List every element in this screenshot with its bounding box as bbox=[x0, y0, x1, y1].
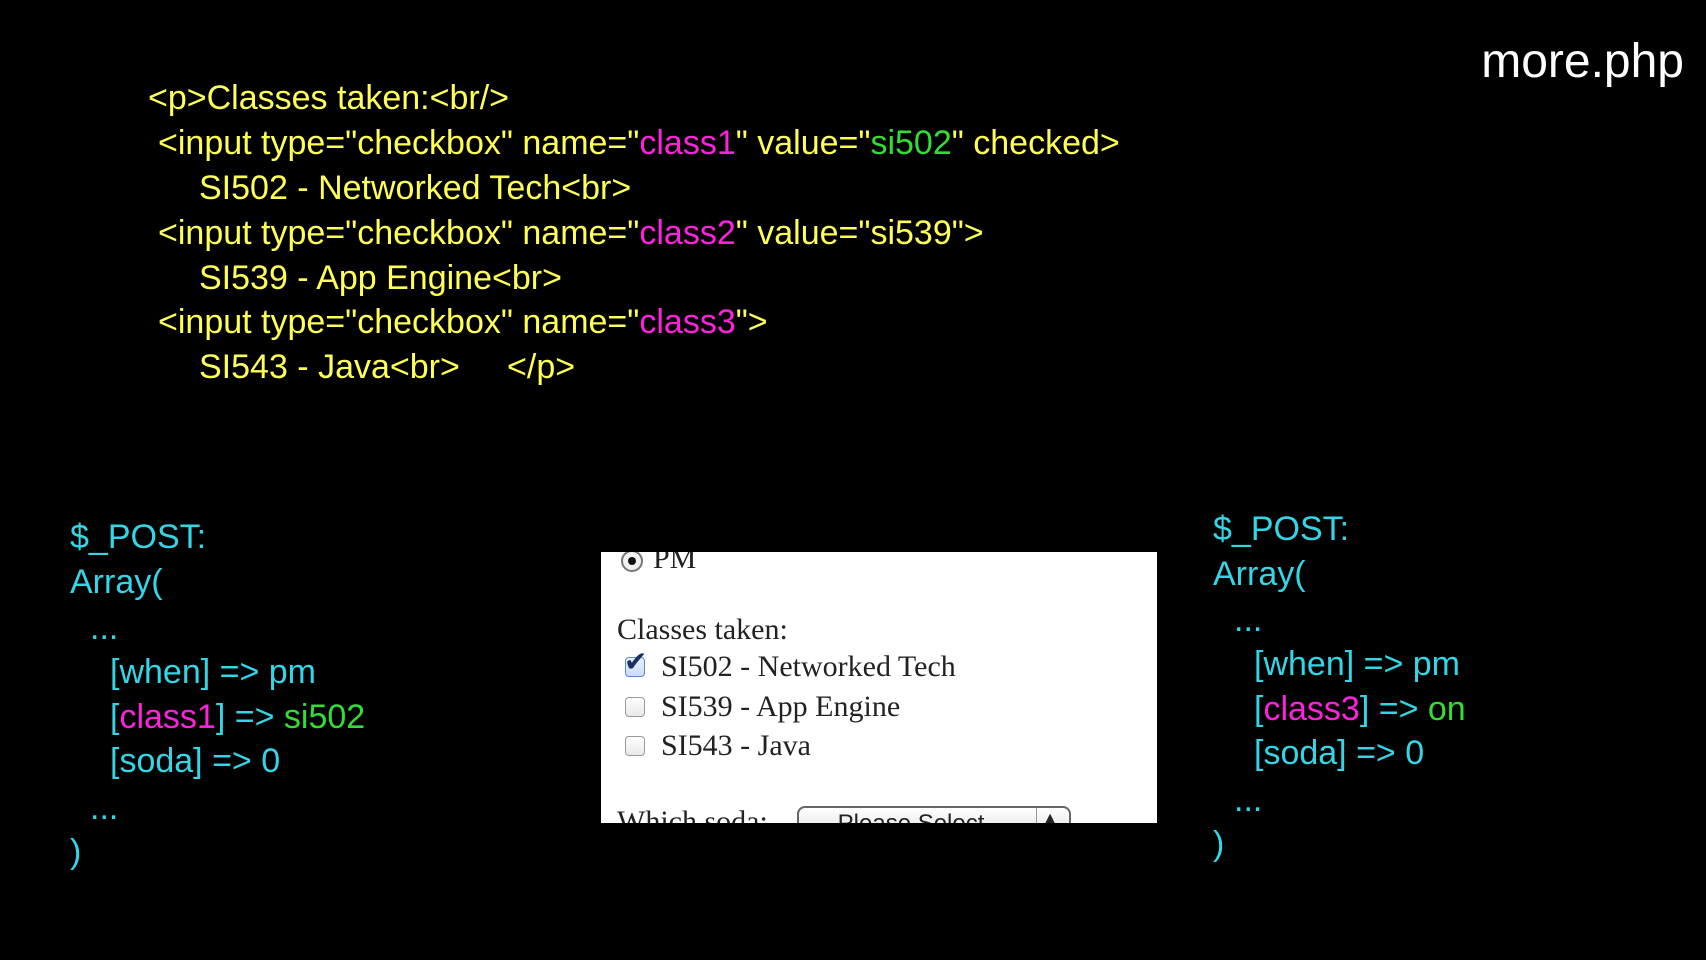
slide-title: more.php bbox=[1481, 35, 1684, 88]
code-line-1: <p>Classes taken:<br/> bbox=[148, 79, 510, 117]
post-arrow: ] => bbox=[1359, 690, 1428, 728]
post-header: $_POST: bbox=[1213, 510, 1350, 548]
checkbox-si502-label: SI502 - Networked Tech bbox=[661, 650, 956, 683]
post-class: [class1] => si502 bbox=[110, 697, 365, 737]
post-bracket: [ bbox=[110, 698, 120, 736]
post-array-open: Array( bbox=[70, 563, 163, 601]
checkbox-si543[interactable] bbox=[625, 736, 645, 756]
code-line-4: <input type="checkbox" name="class2" val… bbox=[158, 213, 984, 253]
pm-radio-label: PM bbox=[653, 552, 697, 575]
post-soda: [soda] => 0 bbox=[110, 742, 281, 780]
code-text: " value=" bbox=[735, 124, 871, 162]
post-when: [when] => pm bbox=[1254, 645, 1461, 683]
code-text: <input type="checkbox" name=" bbox=[158, 303, 640, 341]
post-key-class1: class1 bbox=[119, 698, 216, 736]
form-screenshot: PM Classes taken: ✔ SI502 - Networked Te… bbox=[601, 552, 1157, 823]
post-value-on: on bbox=[1427, 690, 1466, 728]
code-text: " checked> bbox=[951, 124, 1120, 162]
post-arrow: ] => bbox=[215, 698, 284, 736]
select-arrow-icon: ▲ bbox=[1036, 808, 1063, 823]
code-text: <input type="checkbox" name=" bbox=[158, 214, 640, 252]
post-ellipsis: ... bbox=[90, 609, 119, 647]
checkbox-si539[interactable] bbox=[625, 697, 645, 717]
pm-radio[interactable] bbox=[621, 552, 643, 572]
code-name-class2: class2 bbox=[639, 214, 736, 252]
soda-label: Which soda: bbox=[617, 805, 768, 823]
classes-heading: Classes taken: bbox=[617, 613, 788, 646]
post-soda: [soda] => 0 bbox=[1254, 734, 1425, 772]
code-name-class1: class1 bbox=[639, 124, 736, 162]
post-array-close: ) bbox=[1213, 825, 1225, 863]
post-when: [when] => pm bbox=[110, 653, 317, 691]
code-line-5: SI539 - App Engine<br> bbox=[199, 259, 562, 297]
code-text: " value="si539"> bbox=[735, 214, 984, 252]
checkbox-si539-label: SI539 - App Engine bbox=[661, 690, 901, 723]
checkmark-icon: ✔ bbox=[624, 645, 648, 678]
code-line-6: <input type="checkbox" name="class3"> bbox=[158, 302, 768, 342]
post-bracket: [ bbox=[1254, 690, 1264, 728]
post-header: $_POST: bbox=[70, 518, 207, 556]
soda-select-value: -- Please Select -- bbox=[815, 810, 1007, 823]
post-value-si502: si502 bbox=[283, 698, 366, 736]
post-ellipsis: ... bbox=[1234, 601, 1263, 639]
post-array-open: Array( bbox=[1213, 555, 1306, 593]
post-ellipsis: ... bbox=[1234, 781, 1263, 819]
code-line-2: <input type="checkbox" name="class1" val… bbox=[158, 123, 1120, 163]
post-array-close: ) bbox=[70, 833, 82, 871]
post-ellipsis: ... bbox=[90, 789, 119, 827]
checkbox-si543-label: SI543 - Java bbox=[661, 729, 811, 762]
code-name-class3: class3 bbox=[639, 303, 736, 341]
radio-dot bbox=[628, 557, 636, 565]
post-class: [class3] => on bbox=[1254, 689, 1466, 729]
code-value-si502: si502 bbox=[870, 124, 952, 162]
soda-select[interactable]: -- Please Select -- ▲ bbox=[797, 806, 1071, 823]
code-line-7: SI543 - Java<br> </p> bbox=[199, 348, 576, 386]
code-line-3: SI502 - Networked Tech<br> bbox=[199, 169, 632, 207]
checkbox-si502[interactable]: ✔ bbox=[624, 648, 647, 677]
code-text: <input type="checkbox" name=" bbox=[158, 124, 640, 162]
code-text: "> bbox=[735, 303, 768, 341]
post-key-class3: class3 bbox=[1263, 690, 1360, 728]
